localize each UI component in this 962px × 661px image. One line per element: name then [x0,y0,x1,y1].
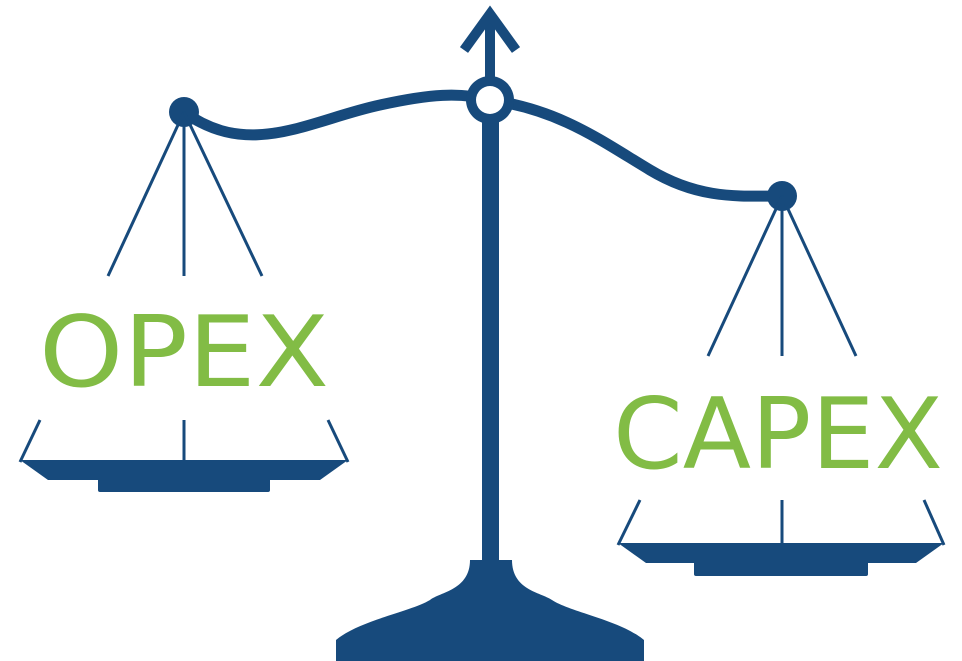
left-pan-strings [18,111,350,463]
left-pan [20,460,348,492]
opex-label: OPEX [39,296,329,410]
scale-base [336,560,644,661]
right-pan [618,543,944,576]
right-pan-strings [616,195,946,546]
capex-label: CAPEX [613,378,943,492]
pivot-ring-icon [466,76,514,124]
central-pole [482,110,499,590]
